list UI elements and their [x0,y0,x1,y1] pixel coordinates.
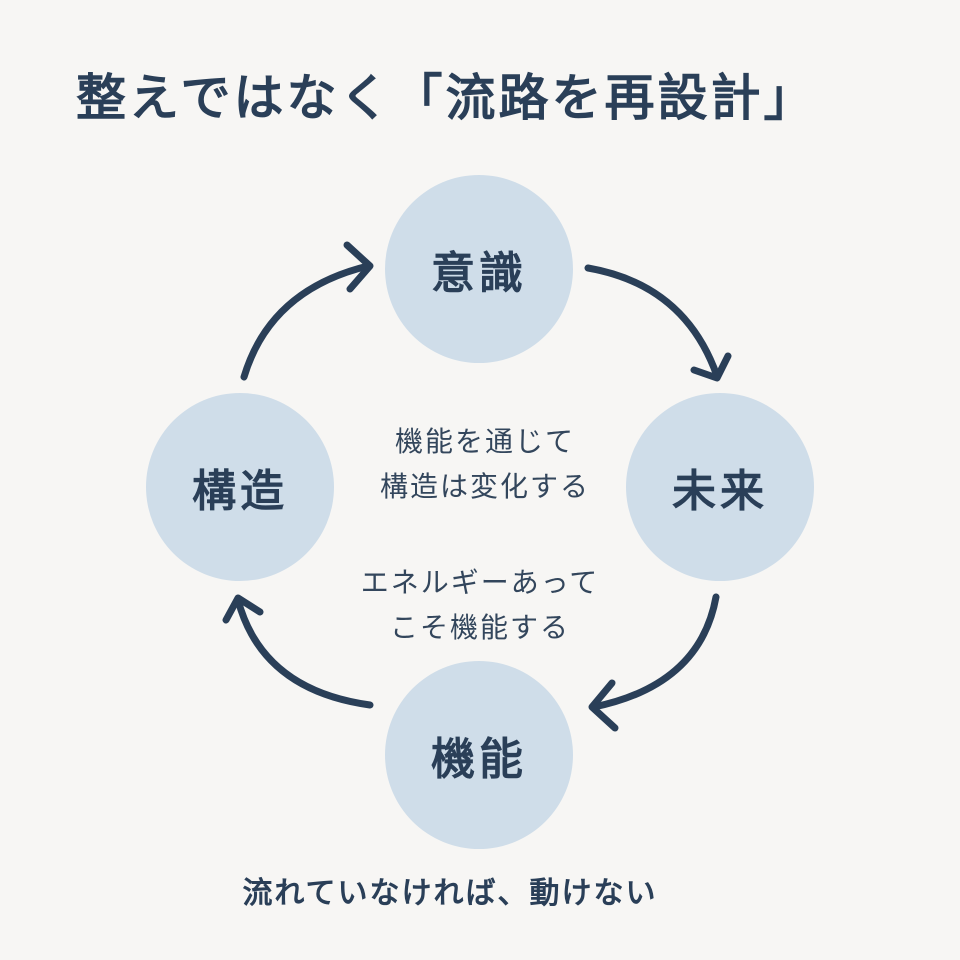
node-ishiki: 意識 [385,175,573,363]
arrowhead-ishiki-to-mirai [690,352,732,382]
arrow-kouzou-to-ishiki [240,262,372,381]
node-kinou: 機能 [385,661,573,849]
center-caption-top: 機能を通じて 構造は変化する [355,419,615,509]
node-label-mirai: 未来 [672,466,768,517]
node-label-ishiki: 意識 [431,248,527,299]
node-label-kinou: 機能 [431,734,527,785]
arrowhead-kouzou-to-ishiki [343,241,374,293]
arrowhead-kinou-to-kouzou [222,594,264,624]
node-kouzou: 構造 [146,393,334,581]
node-label-kouzou: 構造 [192,466,288,517]
page-title: 整えではなく「流路を再設計」 [76,69,817,127]
center-caption-bottom-line1: エネルギーあって [360,566,600,599]
node-mirai: 未来 [626,393,814,581]
center-caption-bottom-line2: こそ機能する [389,611,570,644]
arrow-ishiki-to-mirai [584,264,721,380]
center-caption-top-line1: 機能を通じて [394,425,575,458]
center-caption-top-line2: 構造は変化する [379,470,590,503]
footer-caption: 流れていなければ、動けない [242,876,658,911]
arrow-kinou-to-kouzou [234,596,374,709]
arrowhead-mirai-to-kinou [588,679,619,732]
center-caption-bottom: エネルギーあって こそ機能する [345,560,615,650]
arrow-mirai-to-kinou [590,593,720,711]
